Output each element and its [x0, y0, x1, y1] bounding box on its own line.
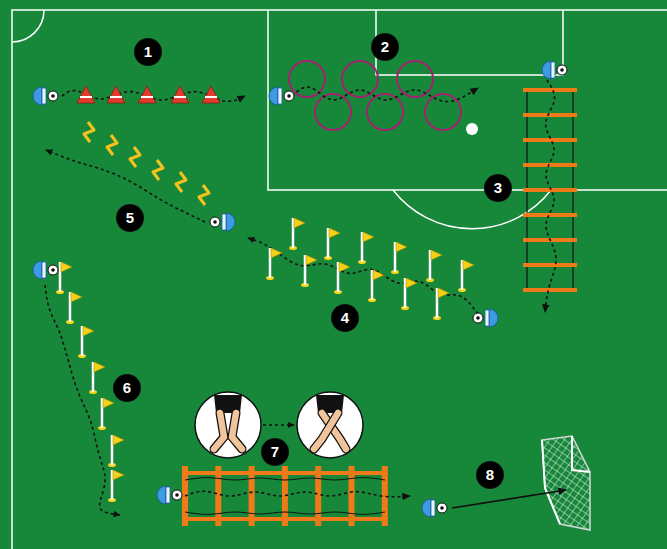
agility-ring [397, 61, 433, 97]
penalty-spot [466, 123, 478, 135]
leg-icon [195, 392, 261, 458]
ladder-rung [523, 288, 577, 292]
hurdle-post [349, 466, 355, 526]
cone [107, 86, 125, 103]
goal [542, 436, 590, 530]
callout-number: 7 [262, 439, 288, 465]
corner-flag [391, 242, 407, 274]
agility-ring [289, 61, 325, 97]
corner-flag [108, 470, 124, 502]
callout-text: 7 [271, 443, 279, 460]
corner-flag [301, 255, 317, 287]
ladder-rung [523, 263, 577, 267]
mini-hurdle [107, 135, 117, 155]
corner-flag [433, 288, 449, 320]
cone [77, 86, 95, 103]
callout-text: 1 [144, 43, 152, 60]
run-path [292, 87, 478, 101]
hurdle-band [185, 512, 385, 514]
ladder-rung [523, 113, 577, 117]
callout-text: 8 [486, 466, 494, 483]
corner-flag [426, 250, 442, 282]
callout-text: 3 [494, 179, 502, 196]
mini-hurdle [84, 122, 94, 142]
hurdle-post [249, 466, 255, 526]
corner-flag [108, 435, 124, 467]
mini-hurdle [199, 185, 209, 205]
mini-hurdle [130, 147, 140, 167]
corner-flag [89, 362, 105, 394]
callout-number: 2 [372, 34, 398, 60]
player [422, 499, 447, 517]
run-path [45, 285, 120, 515]
cone [202, 86, 220, 103]
hurdle-post [315, 466, 321, 526]
callout-number: 5 [117, 205, 143, 231]
cone [138, 86, 156, 103]
corner-flag [368, 270, 384, 302]
leg-icon [297, 392, 363, 458]
callout-text: 5 [126, 209, 134, 226]
agility-ring [425, 94, 461, 130]
callout-text: 2 [381, 38, 389, 55]
player [210, 213, 235, 231]
corner-flag [458, 260, 474, 292]
mini-hurdle [176, 172, 186, 192]
ladder-rung [523, 163, 577, 167]
player [542, 61, 567, 79]
corner-flag [358, 232, 374, 264]
corner-flag [289, 218, 305, 250]
ladder-rung [523, 88, 577, 92]
corner-flag [98, 398, 114, 430]
player [33, 261, 58, 279]
player [33, 87, 58, 105]
corner-flag [334, 262, 350, 294]
ladder-rung [523, 213, 577, 217]
callout-number: 3 [485, 175, 511, 201]
corner-flag [56, 262, 72, 294]
pitch-lines [12, 10, 667, 549]
callout-number: 8 [477, 462, 503, 488]
shot-line [452, 490, 566, 508]
callout-number: 4 [332, 305, 358, 331]
run-path [185, 491, 410, 497]
callout-number: 6 [114, 375, 140, 401]
cone [171, 86, 189, 103]
agility-ring [342, 61, 378, 97]
hurdle-post [215, 466, 221, 526]
corner-flag [401, 278, 417, 310]
player [157, 486, 182, 504]
corner-flag [266, 248, 282, 280]
run-path [545, 80, 556, 312]
run-path [263, 424, 294, 426]
callout-text: 4 [341, 309, 349, 326]
callout-text: 6 [123, 379, 131, 396]
corner-flag [78, 326, 94, 358]
player [473, 309, 498, 327]
agility-ring [315, 94, 351, 130]
mini-hurdle [153, 160, 163, 180]
corner-flag [324, 228, 340, 260]
callout-number: 1 [135, 39, 161, 65]
hurdle-band [185, 478, 385, 480]
player [269, 87, 294, 105]
corner-flag [66, 292, 82, 324]
